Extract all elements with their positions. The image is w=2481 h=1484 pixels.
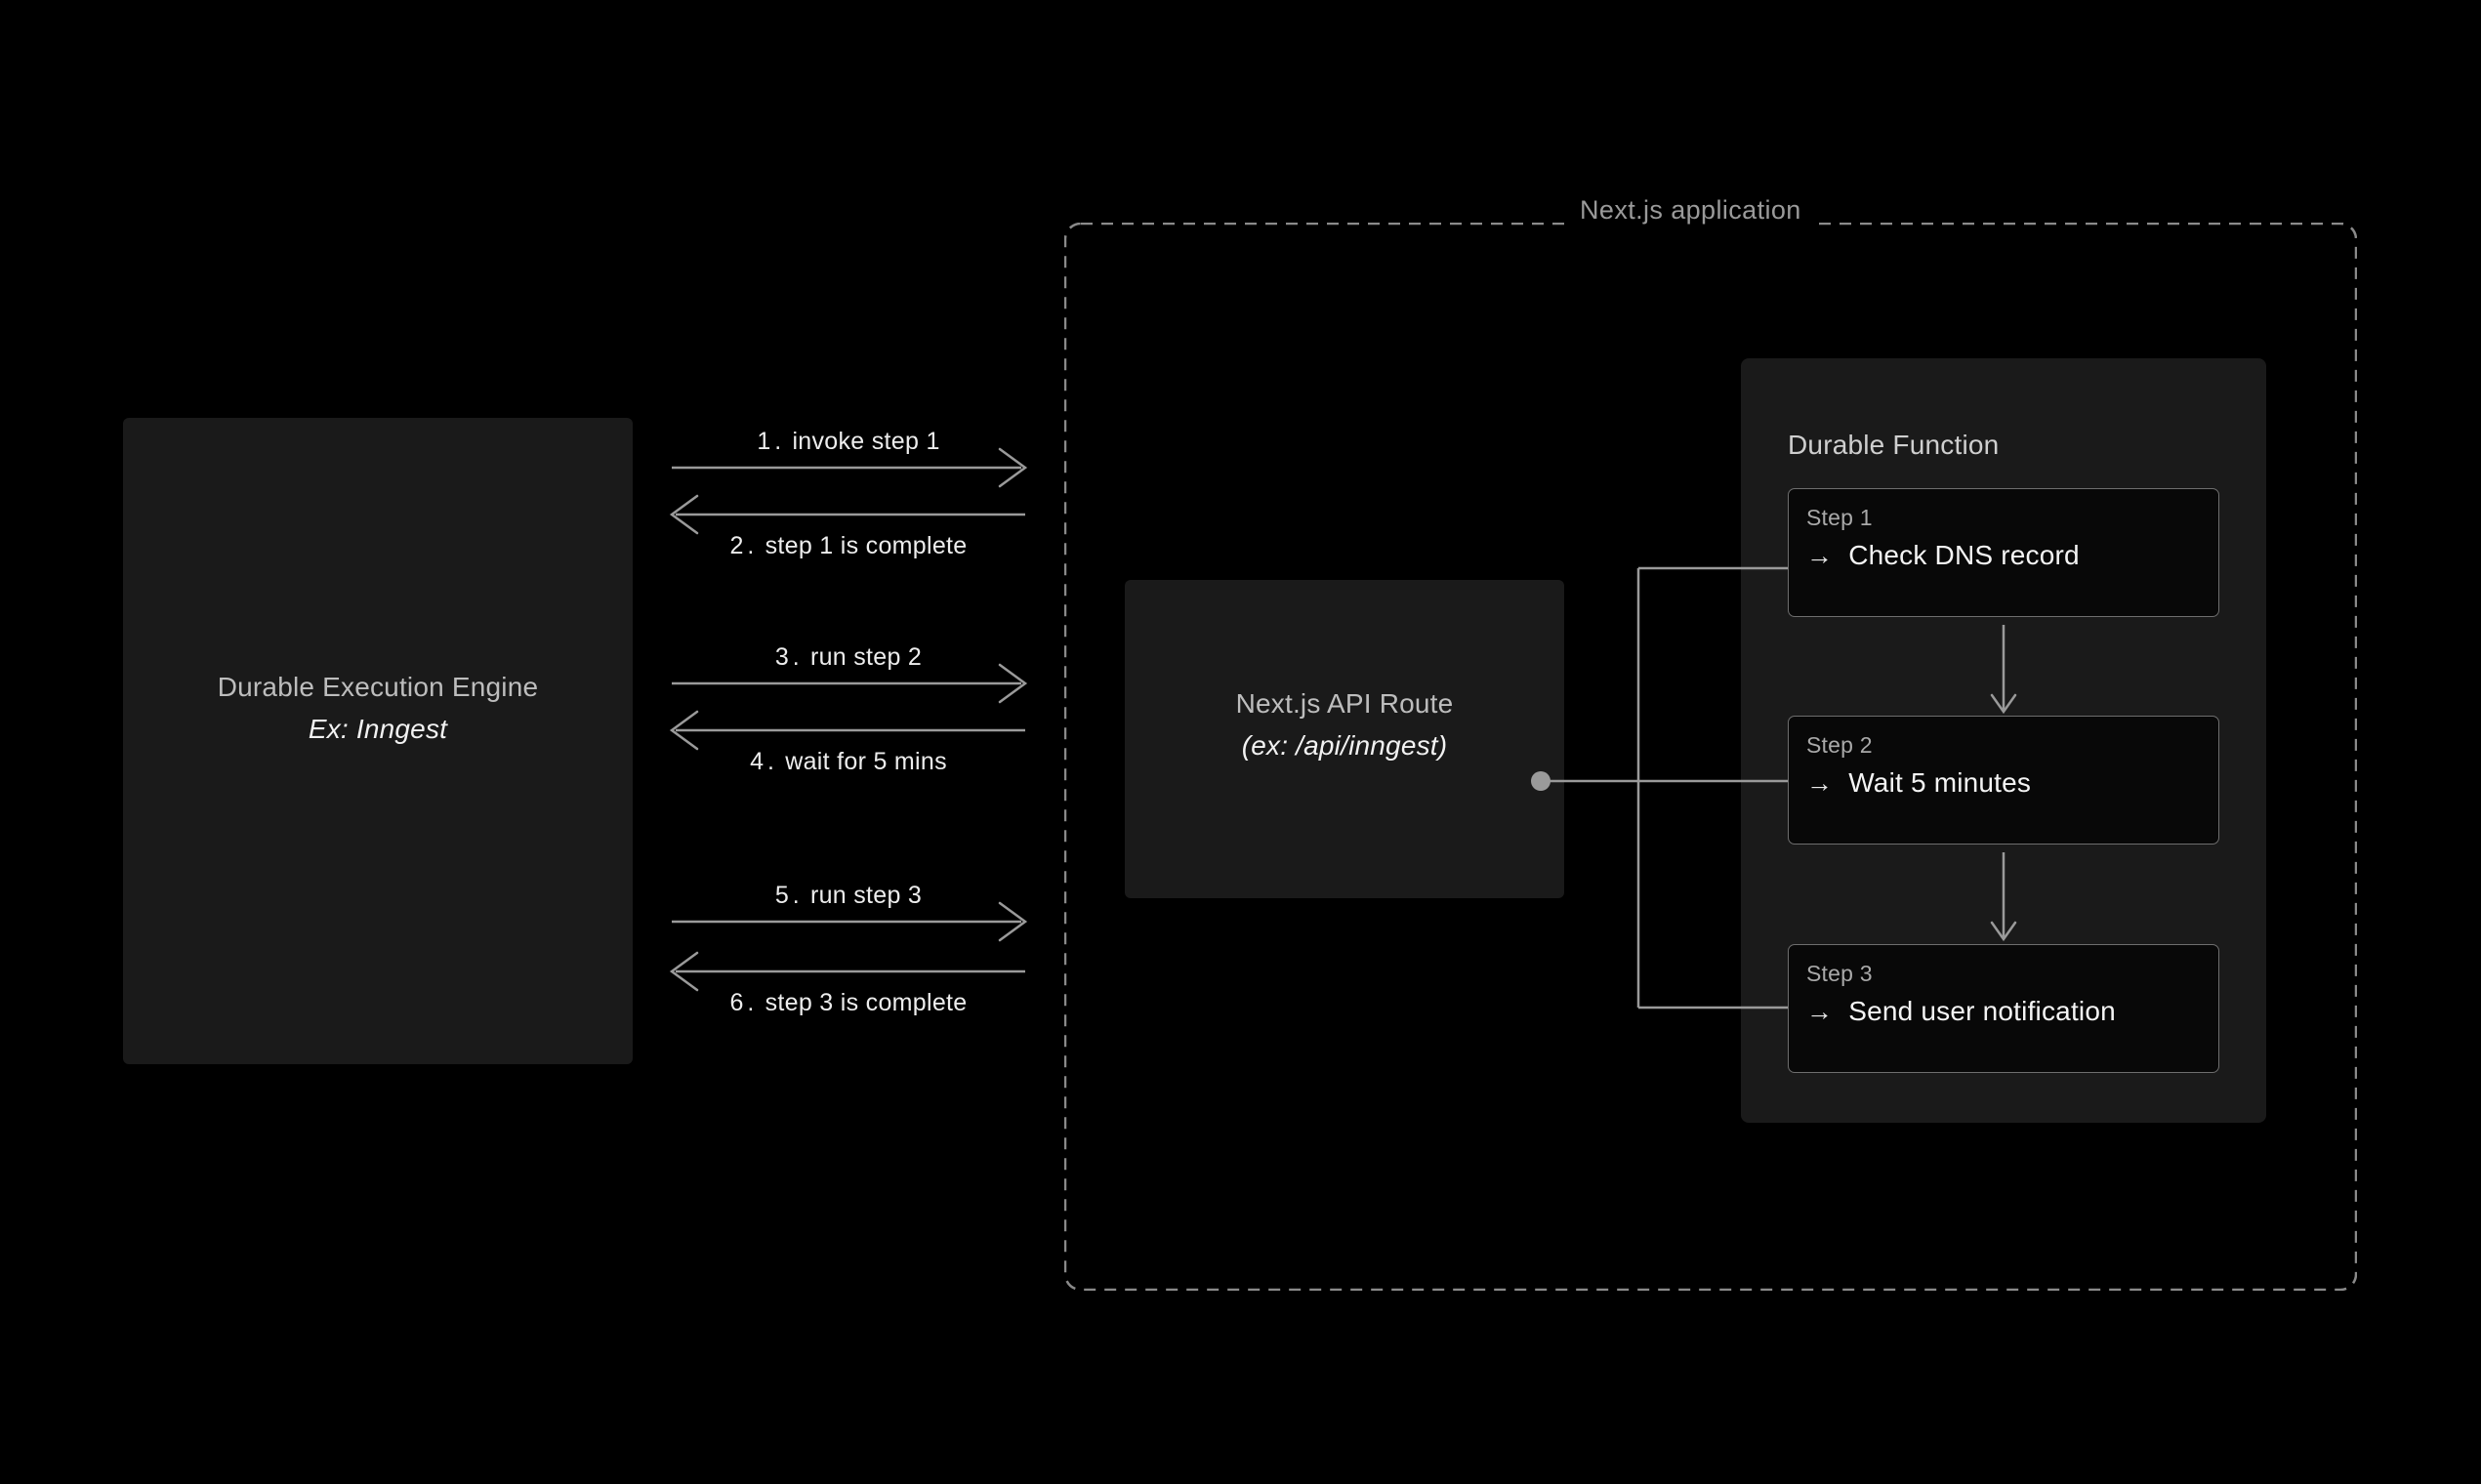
step-action: → Wait 5 minutes bbox=[1806, 767, 2031, 799]
step-kicker: Step 2 bbox=[1806, 732, 1873, 758]
sequence-text: run step 2 bbox=[809, 643, 923, 671]
sequence-text: invoke step 1 bbox=[792, 428, 940, 455]
durable-execution-engine-box: Durable Execution Engine Ex: Inngest bbox=[123, 418, 633, 1064]
sequence-number: 5. bbox=[774, 882, 804, 909]
arrow-head-left-icon bbox=[669, 951, 699, 992]
application-title: Next.js application bbox=[1566, 195, 1815, 226]
sequence-number: 4. bbox=[750, 748, 778, 775]
sequence-label: 4. wait for 5 mins bbox=[672, 748, 1025, 776]
api-route-subtitle: (ex: /api/inngest) bbox=[1241, 729, 1448, 761]
step-action-label: Send user notification bbox=[1848, 996, 2116, 1026]
sequence-text: run step 3 bbox=[809, 882, 923, 909]
step-action-label: Check DNS record bbox=[1848, 540, 2080, 570]
sequence-label: 6. step 3 is complete bbox=[672, 989, 1025, 1017]
arrow-right-icon: → bbox=[1806, 540, 1834, 570]
api-route-title: Next.js API Route bbox=[1235, 688, 1454, 719]
sequence-label: 5. run step 3 bbox=[672, 882, 1025, 910]
sequence-text: step 3 is complete bbox=[765, 989, 968, 1016]
step-action: → Send user notification bbox=[1806, 996, 2116, 1027]
arrow-head-left-icon bbox=[669, 710, 699, 751]
step-card[interactable]: Step 1 → Check DNS record bbox=[1788, 488, 2219, 617]
sequence-label: 3. run step 2 bbox=[672, 643, 1025, 672]
arrow-right-icon: → bbox=[1806, 996, 1834, 1026]
step-action-label: Wait 5 minutes bbox=[1848, 767, 2032, 798]
engine-title: Durable Execution Engine bbox=[217, 672, 539, 702]
nextjs-application-container bbox=[1064, 223, 2357, 1291]
sequence-label: 1. invoke step 1 bbox=[672, 428, 1025, 456]
step-action: → Check DNS record bbox=[1806, 540, 2080, 571]
sequence-number: 3. bbox=[774, 643, 804, 671]
sequence-number: 2. bbox=[729, 532, 759, 559]
step-kicker: Step 1 bbox=[1806, 505, 1873, 530]
api-route-label-stack: Next.js API Route (ex: /api/inngest) bbox=[1125, 683, 1564, 766]
step-card[interactable]: Step 2 → Wait 5 minutes bbox=[1788, 716, 2219, 845]
sequence-text: step 1 is complete bbox=[765, 532, 968, 559]
sequence-text: wait for 5 mins bbox=[785, 748, 947, 775]
arrow-head-right-icon bbox=[998, 663, 1028, 704]
arrow-head-right-icon bbox=[998, 901, 1028, 942]
sequence-label: 2. step 1 is complete bbox=[672, 532, 1025, 560]
sequence-number: 1. bbox=[757, 428, 786, 455]
durable-function-panel: Durable Function Step 1 → Check DNS reco… bbox=[1741, 358, 2266, 1123]
arrow-head-right-icon bbox=[998, 447, 1028, 488]
sequence-number: 6. bbox=[729, 989, 759, 1016]
step-kicker: Step 3 bbox=[1806, 961, 1873, 986]
arrow-right-icon: → bbox=[1806, 767, 1834, 798]
arrow-head-left-icon bbox=[669, 494, 699, 535]
engine-label-stack: Durable Execution Engine Ex: Inngest bbox=[123, 667, 633, 750]
application-dashed-border bbox=[1064, 223, 2357, 1291]
nextjs-api-route-box: Next.js API Route (ex: /api/inngest) bbox=[1125, 580, 1564, 898]
step-card[interactable]: Step 3 → Send user notification bbox=[1788, 944, 2219, 1073]
durable-function-title: Durable Function bbox=[1788, 430, 2000, 460]
engine-subtitle: Ex: Inngest bbox=[308, 713, 448, 744]
